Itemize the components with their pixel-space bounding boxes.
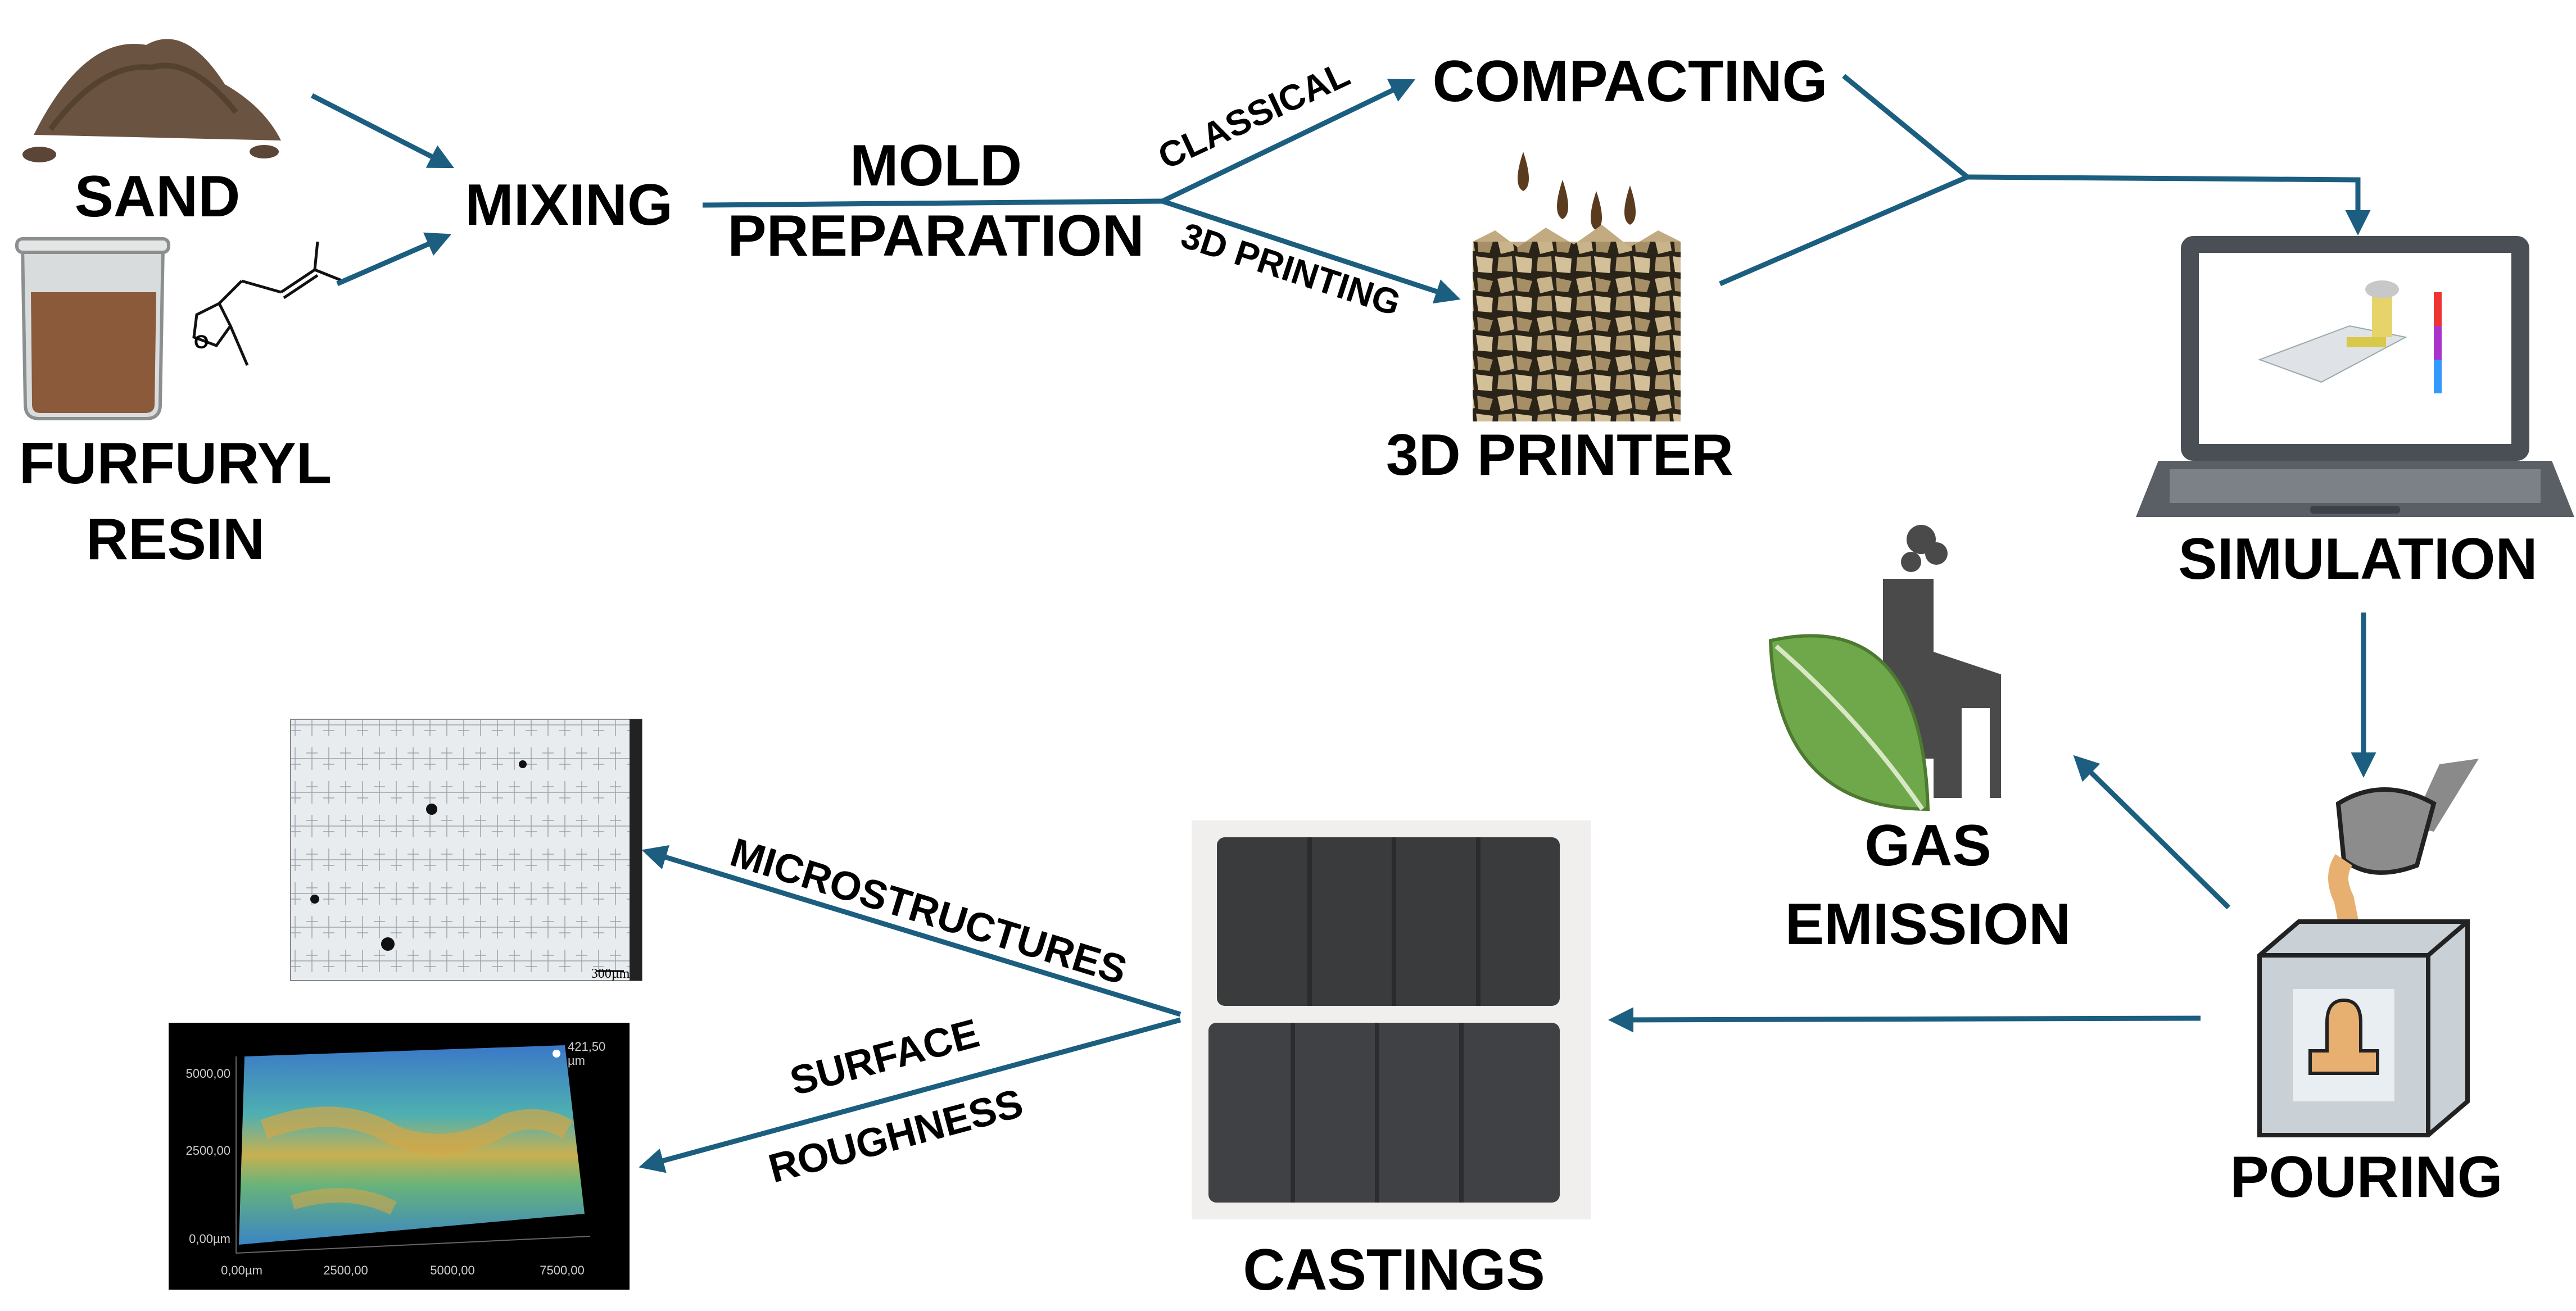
gas-emission-label-line2: EMISSION [1785, 892, 2071, 957]
oxygen-atom-label: O [194, 332, 209, 353]
arrow-to-microstructures [641, 845, 1181, 1017]
mold-preparation-label-line2: PREPARATION [727, 203, 1144, 269]
mold-box-icon [2257, 919, 2470, 1137]
furfuryl-label-line2: RESIN [86, 507, 265, 572]
arrow-to-3d-printer [1161, 198, 1461, 304]
beaker-icon [15, 237, 170, 420]
pouring-label: POURING [2230, 1145, 2502, 1210]
furfuryl-molecule-icon [192, 241, 343, 366]
arrow-to-simulation [1967, 174, 2371, 235]
castings-label: CASTINGS [1243, 1237, 1545, 1303]
leaf-icon [1768, 634, 1930, 811]
arrow-resin-to-mixing [336, 232, 452, 287]
arrow-to-compacting [1161, 79, 1416, 204]
roughness-z-unit-label: µm [568, 1054, 585, 1068]
simulation-screen-image [2258, 280, 2442, 393]
furfuryl-label-line1: FURFURYL [19, 431, 332, 496]
micrograph-scale-bar-label: 300µm [591, 967, 630, 981]
3d-printer-label: 3D PRINTER [1386, 423, 1733, 488]
castings-photo [1192, 820, 1591, 1219]
arrow-to-castings [1608, 1007, 2201, 1033]
surface-roughness-map [169, 1023, 630, 1290]
roughness-x-tick-0: 0,00µm [221, 1263, 262, 1277]
laptop-icon [2136, 236, 2574, 517]
arrow-to-surface-roughness [639, 1017, 1181, 1173]
3d-printer-sand-bed-icon [1473, 152, 1681, 421]
roughness-x-tick-1: 2500,00 [323, 1263, 368, 1277]
mold-preparation-label-line1: MOLD [850, 133, 1022, 198]
microstructure-micrograph [290, 719, 642, 981]
simulation-label: SIMULATION [2178, 527, 2537, 592]
roughness-y-tick-1: 2500,00 [185, 1144, 230, 1158]
sand-label: SAND [75, 164, 241, 229]
arrow-sand-to-mixing [310, 93, 455, 169]
mixing-label: MIXING [465, 173, 673, 238]
roughness-y-tick-2: 0,00µm [189, 1232, 230, 1246]
compacting-label: COMPACTING [1433, 49, 1828, 114]
roughness-x-tick-2: 5000,00 [430, 1263, 475, 1277]
microstructures-label: MICROSTRUCTURES [725, 830, 1131, 994]
roughness-z-max-label: 421,50 [568, 1040, 605, 1054]
arrow-to-gas-emission [2073, 755, 2231, 910]
roughness-x-tick-3: 7500,00 [540, 1263, 585, 1277]
gas-emission-label-line1: GAS [1864, 813, 1991, 878]
roughness-y-tick-0: 5000,00 [185, 1067, 230, 1081]
surface-label: SURFACE [785, 1011, 984, 1104]
mold-preparation-line [702, 198, 1163, 208]
pouring-ladle-icon [2328, 759, 2479, 958]
sand-pile-icon [22, 39, 281, 162]
